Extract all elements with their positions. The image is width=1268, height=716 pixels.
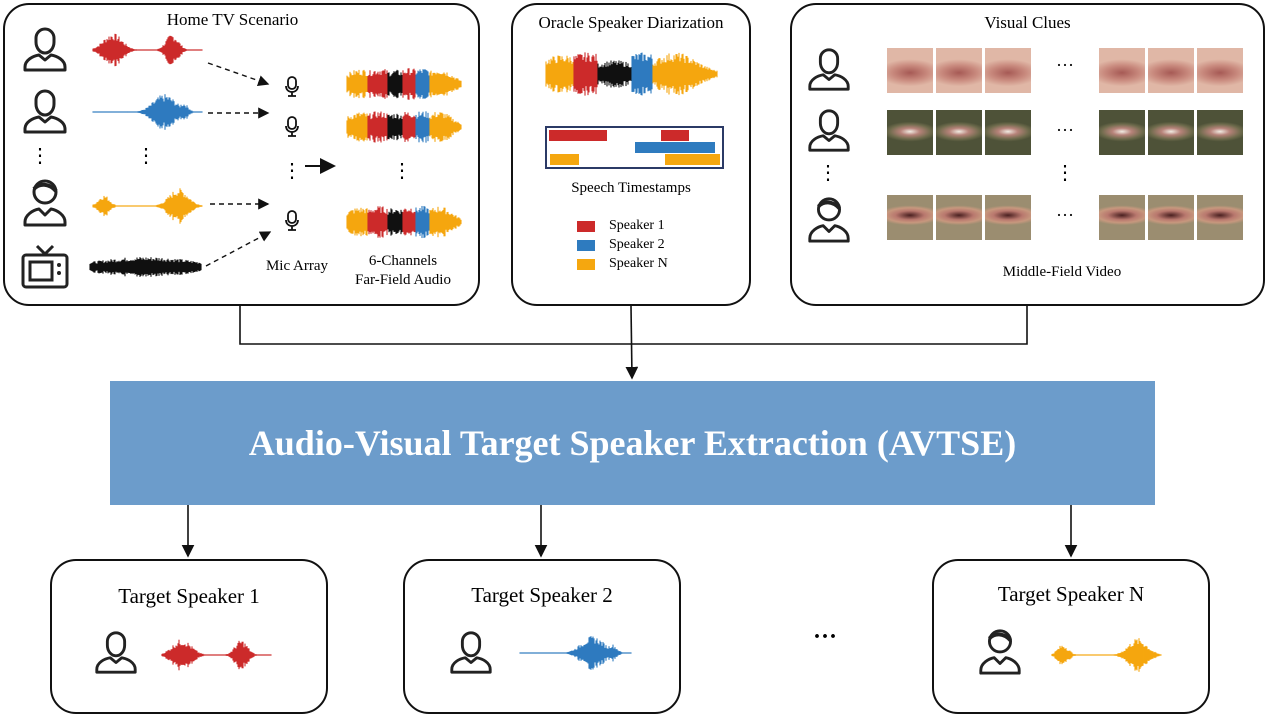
lip-frame	[1196, 194, 1244, 241]
legend-swatch-speaker-2	[577, 240, 595, 251]
tv-icon	[21, 244, 69, 289]
legend-label-speaker-2: Speaker 2	[609, 237, 665, 252]
waveform-stroke	[89, 257, 202, 277]
speaker-1-segment	[549, 130, 607, 141]
targets-ellipsis: ···	[812, 624, 837, 650]
speaker-1-waveform	[92, 33, 203, 67]
vertical-ellipsis: ⋮	[30, 145, 50, 167]
target-speaker-2-panel	[403, 559, 681, 714]
waveform-stroke	[346, 68, 462, 100]
lip-frame	[886, 194, 934, 241]
target-speaker-1-waveform	[161, 639, 272, 671]
avtse-box: Audio-Visual Target Speaker Extraction (…	[110, 381, 1155, 505]
dashed-arrows	[205, 62, 336, 267]
channels-label-line2: Far-Field Audio	[355, 272, 451, 288]
lip-frame	[1098, 47, 1146, 94]
speaker-n-segment	[550, 154, 579, 165]
target-speaker-n-panel	[932, 559, 1210, 714]
mic-array-label: Mic Array	[265, 258, 329, 274]
target-speaker-n-waveform	[1051, 638, 1162, 672]
vertical-ellipsis: ⋮	[136, 145, 156, 167]
speaker-n-segment	[665, 154, 720, 165]
waveform-stroke	[1051, 638, 1162, 672]
legend-swatch-speaker-1	[577, 221, 595, 232]
person-icon	[23, 89, 67, 134]
lip-frame	[1196, 47, 1244, 94]
horizontal-ellipsis: ···	[1056, 120, 1074, 140]
target-speaker-n-title: Target Speaker N	[997, 582, 1145, 606]
channel-mixture-waveform	[346, 205, 462, 239]
speech-timestamps-chart	[545, 126, 724, 169]
person-icon	[95, 631, 137, 674]
lip-frame	[935, 194, 983, 241]
target-speaker-2-waveform	[519, 636, 632, 670]
person-icon	[23, 27, 67, 72]
waveform-stroke	[92, 33, 203, 67]
channel-mixture-waveform	[346, 68, 462, 100]
legend-label-speaker-1: Speaker 1	[609, 218, 665, 233]
lip-frame	[1147, 194, 1195, 241]
child-person-icon	[808, 197, 850, 243]
lip-frame	[1098, 194, 1146, 241]
waveform-stroke	[92, 188, 203, 224]
avtse-label: Audio-Visual Target Speaker Extraction (…	[248, 423, 1017, 463]
speaker-2-segment	[635, 142, 715, 153]
waveform-stroke	[346, 111, 462, 143]
child-person-icon	[979, 629, 1021, 675]
speaker-1-segment	[661, 130, 689, 141]
speech-timestamps-label: Speech Timestamps	[571, 180, 691, 196]
microphone-icon	[285, 210, 299, 231]
lip-frame	[984, 109, 1032, 156]
waveform-stroke	[161, 639, 272, 671]
waveform-stroke	[519, 636, 632, 670]
lip-frame	[1098, 109, 1146, 156]
channels-label: 6-Channels Far-Field Audio	[338, 252, 468, 290]
person-icon	[808, 48, 850, 91]
speaker-2-waveform	[92, 94, 203, 130]
vertical-ellipsis: ⋮	[818, 162, 838, 184]
waveform-stroke	[545, 52, 718, 96]
legend-label-speaker-n: Speaker N	[609, 256, 668, 271]
lip-frame	[984, 194, 1032, 241]
microphone-icon	[285, 76, 299, 97]
diarization-title: Oracle Speaker Diarization	[538, 13, 724, 32]
horizontal-ellipsis: ···	[1056, 55, 1074, 75]
person-icon	[450, 631, 492, 674]
home-tv-scenario-panel	[3, 3, 480, 306]
speaker-n-waveform	[92, 188, 203, 224]
legend-swatch-speaker-n	[577, 259, 595, 270]
lip-frame	[1196, 109, 1244, 156]
vertical-ellipsis: ⋮	[392, 160, 412, 182]
lip-frame	[886, 47, 934, 94]
microphone-icon	[285, 116, 299, 137]
target-speaker-2-title: Target Speaker 2	[471, 583, 613, 607]
target-speaker-1-title: Target Speaker 1	[118, 584, 260, 608]
lip-frame	[1147, 109, 1195, 156]
waveform-stroke	[92, 94, 203, 130]
middle-field-video-label: Middle-Field Video	[1002, 264, 1122, 280]
horizontal-ellipsis: ···	[1056, 205, 1074, 225]
channel-mixture-waveform	[346, 111, 462, 143]
lip-frame	[984, 47, 1032, 94]
waveform-stroke	[346, 205, 462, 239]
person-icon	[808, 109, 850, 152]
target-speaker-1-panel	[50, 559, 328, 714]
lip-frame	[935, 109, 983, 156]
lip-frame	[886, 109, 934, 156]
lip-frame	[935, 47, 983, 94]
lip-frame	[1147, 47, 1195, 94]
vertical-ellipsis: ⋮	[1055, 162, 1075, 184]
home-tv-title: Home TV Scenario	[166, 10, 299, 29]
channels-label-line1: 6-Channels	[368, 253, 438, 269]
tv-noise-waveform	[89, 257, 202, 277]
child-person-icon	[23, 179, 67, 227]
visual-clues-title: Visual Clues	[984, 13, 1071, 32]
vertical-ellipsis: ⋮	[282, 160, 302, 182]
diarization-mixture-waveform	[545, 52, 718, 96]
